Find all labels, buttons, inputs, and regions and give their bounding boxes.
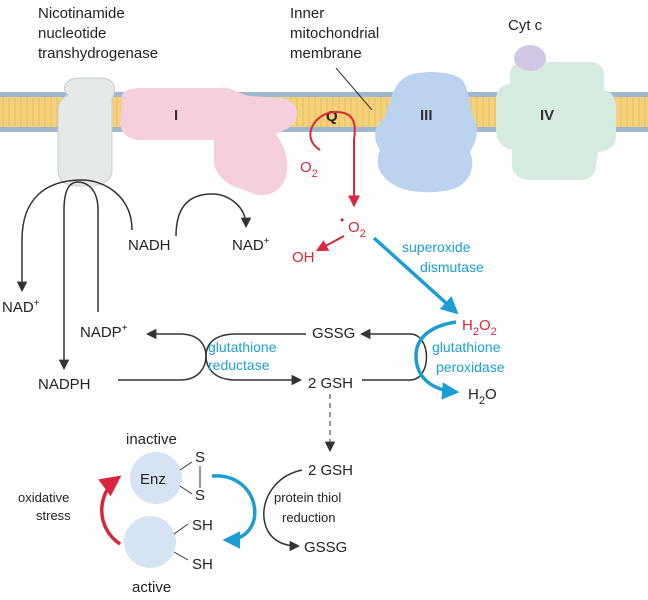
transhydrogenase-nadh-arc: [16, 179, 133, 293]
complex-I-nadh-arc: [175, 193, 252, 237]
h2o2-label: H2O2: [462, 317, 497, 338]
s-bond-top: [179, 461, 193, 471]
oxidative-stress-label-2: stress: [36, 508, 71, 523]
sh-bond-top: [173, 523, 189, 535]
membrane-pointer: [335, 67, 373, 111]
complex-III-label: III: [420, 107, 433, 124]
glutathione-reductase-label-1: glutathione: [208, 339, 277, 355]
sh-top-label: SH: [192, 517, 213, 534]
nadph-label: NADPH: [38, 376, 91, 393]
complex-I: [120, 87, 298, 196]
nad-plus-label: NAD+: [232, 236, 270, 254]
s-bond-bottom: [179, 485, 193, 495]
transhydrogenase-protein: [57, 77, 116, 187]
active-label: active: [132, 579, 171, 596]
enzyme-active: [124, 516, 176, 568]
oxidative-stress-label-1: oxidative: [18, 490, 69, 505]
transhydrogenase-label-3: transhydrogenase: [38, 45, 158, 62]
peroxidase-black-arc: [362, 333, 428, 381]
complex-IV: [496, 62, 616, 180]
thiol-reduction-blue-arc: [211, 474, 257, 549]
enzyme-inactive: [130, 452, 182, 504]
h2o-label: H2O: [468, 386, 497, 407]
q-to-o2-red-arc: [309, 110, 356, 151]
superoxide-dot: •: [340, 213, 344, 227]
nadp-plus-label: NADP+: [80, 323, 128, 341]
cyt-c-protein: [514, 45, 546, 71]
sh-bond-bottom: [173, 551, 189, 561]
transhydrogenase-nadp-arc: [58, 181, 99, 371]
membrane-label-1: Inner: [290, 5, 324, 22]
glutathione-peroxidase-label-1: glutathione: [432, 339, 501, 355]
transhydrogenase-label-2: nucleotide: [38, 25, 106, 42]
oh-label: OH: [292, 249, 315, 266]
superoxide-label: O2: [348, 219, 366, 240]
dismutase-arrow: [372, 236, 459, 315]
membrane-label-2: mitochondrial: [290, 25, 379, 42]
nadh-label: NADH: [128, 237, 171, 254]
complex-III: [375, 72, 477, 193]
nad-plus-left-label: NAD+: [2, 298, 40, 316]
gssg-top-label: GSSG: [312, 325, 355, 342]
gsh-bottom-label: 2 GSH: [308, 462, 353, 479]
protein-thiol-label-1: protein thiol: [274, 490, 341, 505]
s-top-label: S: [195, 449, 205, 466]
superoxide-to-oh-arrow: [315, 235, 345, 252]
superoxide-dismutase-label-1: superoxide: [402, 239, 471, 255]
gsh-top-label: 2 GSH: [308, 375, 353, 392]
transhydrogenase-label-1: Nicotinamide: [38, 5, 125, 22]
membrane-label-3: membrane: [290, 45, 362, 62]
superoxide-dismutase-label-2: dismutase: [420, 259, 484, 275]
enz-label: Enz: [140, 471, 166, 488]
s-bottom-label: S: [195, 487, 205, 504]
thiol-reduction-black-arc: [263, 469, 303, 552]
reductase-cross-bottom: [179, 333, 237, 381]
protein-thiol-label-2: reduction: [282, 510, 335, 525]
o2-label: O2: [300, 159, 318, 180]
cyt-c-label: Cyt c: [508, 17, 543, 34]
glutathione-reductase-label-2: reductase: [208, 357, 270, 373]
complex-IV-label: IV: [540, 107, 554, 124]
peroxidase-blue-arc: [414, 320, 460, 400]
oxidative-stress-arrow: [98, 475, 122, 546]
gssg-bottom-label: GSSG: [304, 539, 347, 556]
inactive-label: inactive: [126, 431, 177, 448]
glutathione-peroxidase-label-2: peroxidase: [436, 359, 505, 375]
sh-bottom-label: SH: [192, 556, 213, 573]
complex-Q-label: Q: [326, 108, 338, 125]
complex-I-label: I: [174, 107, 178, 124]
